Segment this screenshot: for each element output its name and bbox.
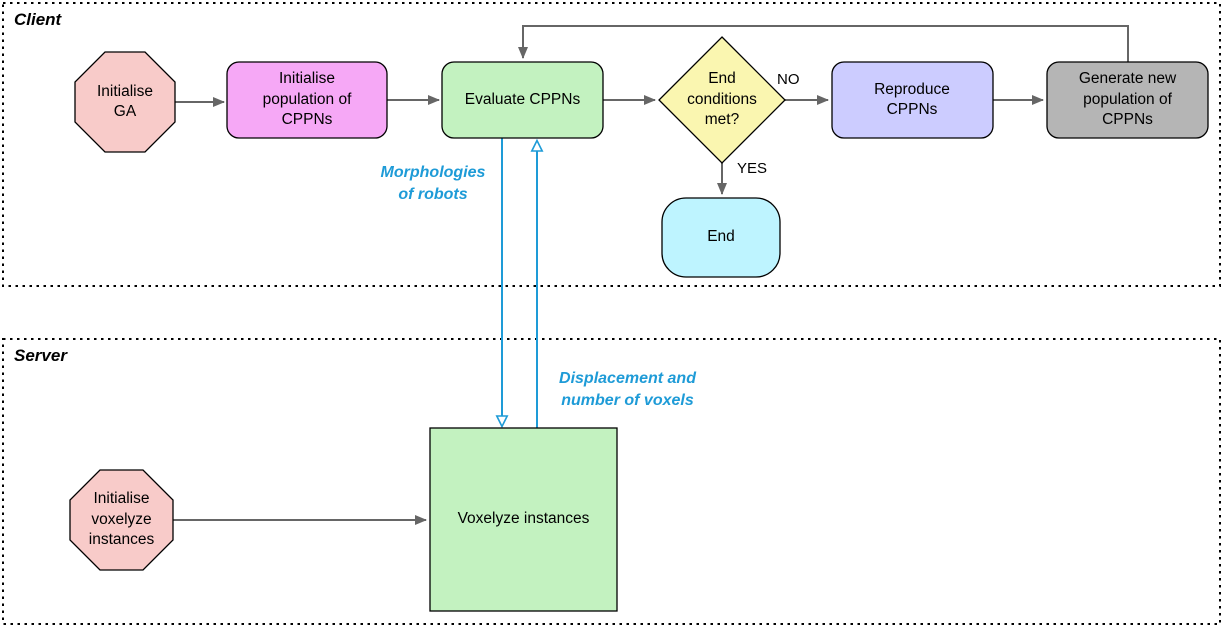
end-conditions-diamond xyxy=(658,36,786,164)
arrow-generate-to-evaluate-loop xyxy=(518,25,1129,62)
displacement-edge-label: Displacement and number of voxels xyxy=(559,369,696,409)
voxelyze-instances-box xyxy=(429,427,618,612)
end-terminator xyxy=(661,197,781,278)
client-zone-border xyxy=(2,2,1221,287)
no-branch-label: NO xyxy=(777,71,800,88)
init-population-box xyxy=(226,61,388,139)
server-zone-border xyxy=(2,338,1221,625)
arrow-morphologies-head-icon xyxy=(495,415,509,429)
morphologies-edge-label: Morphologies of robots xyxy=(380,163,486,203)
evaluate-cppns-box xyxy=(441,61,604,139)
yes-branch-label: YES xyxy=(737,160,768,177)
reproduce-cppns-box xyxy=(831,61,994,139)
server-zone-label: Server xyxy=(14,346,67,365)
init-voxelyze-octagon xyxy=(69,469,174,571)
arrow-displacement-head-icon xyxy=(530,138,544,152)
init-ga-octagon xyxy=(74,51,176,153)
generate-new-population-box xyxy=(1046,61,1209,139)
client-zone-label: Client xyxy=(14,10,62,29)
